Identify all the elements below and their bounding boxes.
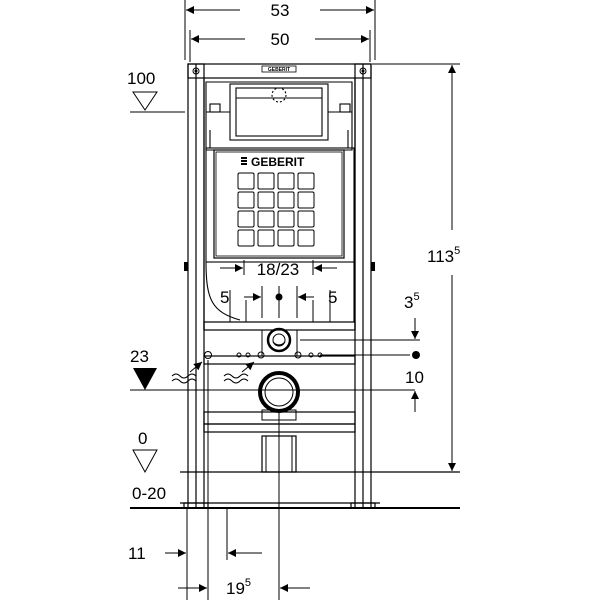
dim-18-23: 18/23 xyxy=(257,260,300,279)
width-dimension-53: 53 xyxy=(184,0,376,60)
dim-5-right: 5 xyxy=(328,288,337,307)
level-23: 23 xyxy=(130,347,415,391)
dim-10-group: 10 xyxy=(405,368,424,412)
dim-3-5-group: 35 xyxy=(300,291,420,341)
dim-11-group: 11 xyxy=(128,508,262,600)
cistern xyxy=(205,81,355,322)
water-connection xyxy=(261,327,298,356)
dim-113: 1135 xyxy=(427,245,460,266)
dim-11: 11 xyxy=(128,544,146,563)
dim-19-5-group: 195 xyxy=(178,360,310,600)
svg-text:23: 23 xyxy=(130,347,149,366)
side-anchors xyxy=(184,262,375,271)
level-0: 0 xyxy=(132,429,158,474)
svg-text:GEBERIT: GEBERIT xyxy=(268,67,290,73)
fixing-holes xyxy=(204,351,420,359)
svg-text:100: 100 xyxy=(127,69,155,88)
water-flow-symbols xyxy=(171,361,255,384)
frame-logo: GEBERIT xyxy=(261,65,297,73)
width-dimension-50: 50 xyxy=(189,30,371,62)
dim-53: 53 xyxy=(271,1,290,20)
flush-plate: GEBERIT xyxy=(213,149,345,259)
level-100: 100 xyxy=(127,69,185,113)
floor-range: 0-20 xyxy=(132,484,166,503)
flush-plate-dimension: 18/23 xyxy=(220,260,337,279)
flush-plate-grid xyxy=(237,172,315,247)
installation-frame xyxy=(130,63,460,509)
dim-10: 10 xyxy=(405,368,424,387)
dim-50: 50 xyxy=(271,30,290,49)
dim-19-5: 195 xyxy=(226,577,251,598)
svg-text:0: 0 xyxy=(138,429,147,448)
frame-screws xyxy=(192,67,367,75)
height-dimension-113: 1135 xyxy=(372,63,460,473)
brand-logo: GEBERIT xyxy=(251,155,305,169)
dim-5-left: 5 xyxy=(220,288,229,307)
offset-dimension-5: 5 5 xyxy=(220,286,337,318)
inner-rods xyxy=(229,290,331,322)
svg-text:0-20: 0-20 xyxy=(132,484,166,503)
dim-3-5: 35 xyxy=(404,291,420,312)
